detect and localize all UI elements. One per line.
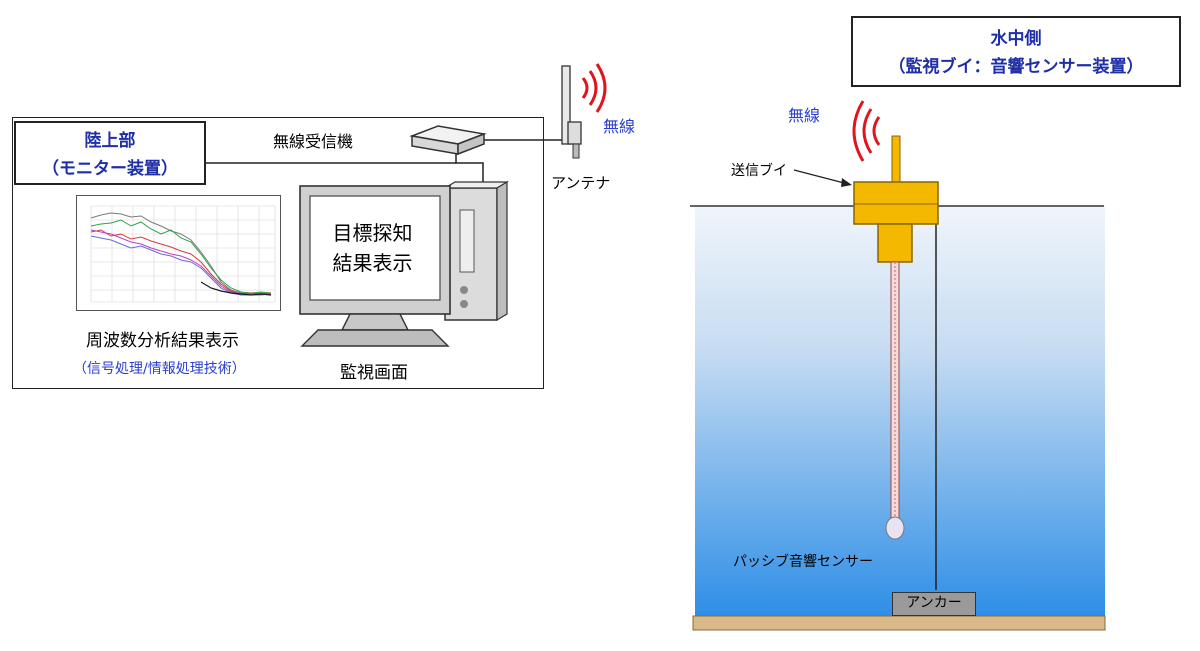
- underwater-title-line2: （監視ブイ：音響センサー装置）: [888, 57, 1144, 77]
- frequency-graph-plot: [90, 205, 276, 303]
- land-unit-title: 陸上部 （モニター装置）: [14, 121, 206, 185]
- monitoring-computer: [299, 180, 510, 347]
- land-wireless-label: 無線: [603, 117, 636, 136]
- anchor-block: アンカー: [892, 592, 976, 616]
- anchor-label: アンカー: [906, 595, 962, 611]
- underwater-unit-title: 水中側 （監視ブイ：音響センサー装置）: [851, 16, 1181, 87]
- land-unit-frame: [12, 117, 544, 389]
- monitor-text-line2: 結果表示: [332, 251, 413, 275]
- monitor-screen-text: 目標探知 結果表示: [310, 205, 435, 295]
- graph-caption: 周波数分析結果表示: [86, 331, 239, 351]
- monitor-caption: 監視画面: [340, 363, 408, 383]
- land-title-line1: 陸上部: [84, 131, 136, 151]
- land-title-line2: （モニター装置）: [42, 159, 178, 179]
- wireless-receiver-device: [409, 125, 487, 156]
- buoy-pointer-arrow: [793, 169, 852, 187]
- passive-sensor-label: パッシブ音響センサー: [733, 554, 873, 570]
- antenna-label: アンテナ: [551, 174, 611, 192]
- monitor-text-line1: 目標探知: [332, 221, 413, 245]
- underwater-wireless-label: 無線: [788, 106, 821, 125]
- wireless-receiver-label: 無線受信機: [273, 132, 354, 151]
- transmit-buoy-label: 送信ブイ: [731, 163, 787, 179]
- underwater-title-line1: 水中側: [990, 29, 1042, 49]
- buoy-assembly: [853, 135, 939, 590]
- antenna-icon: [561, 63, 607, 159]
- buoy-signal-icon: [852, 100, 881, 162]
- graph-subcaption: （信号処理/情報処理技術）: [73, 361, 246, 377]
- frequency-analysis-graph: [76, 195, 281, 311]
- water-body: [690, 205, 1106, 631]
